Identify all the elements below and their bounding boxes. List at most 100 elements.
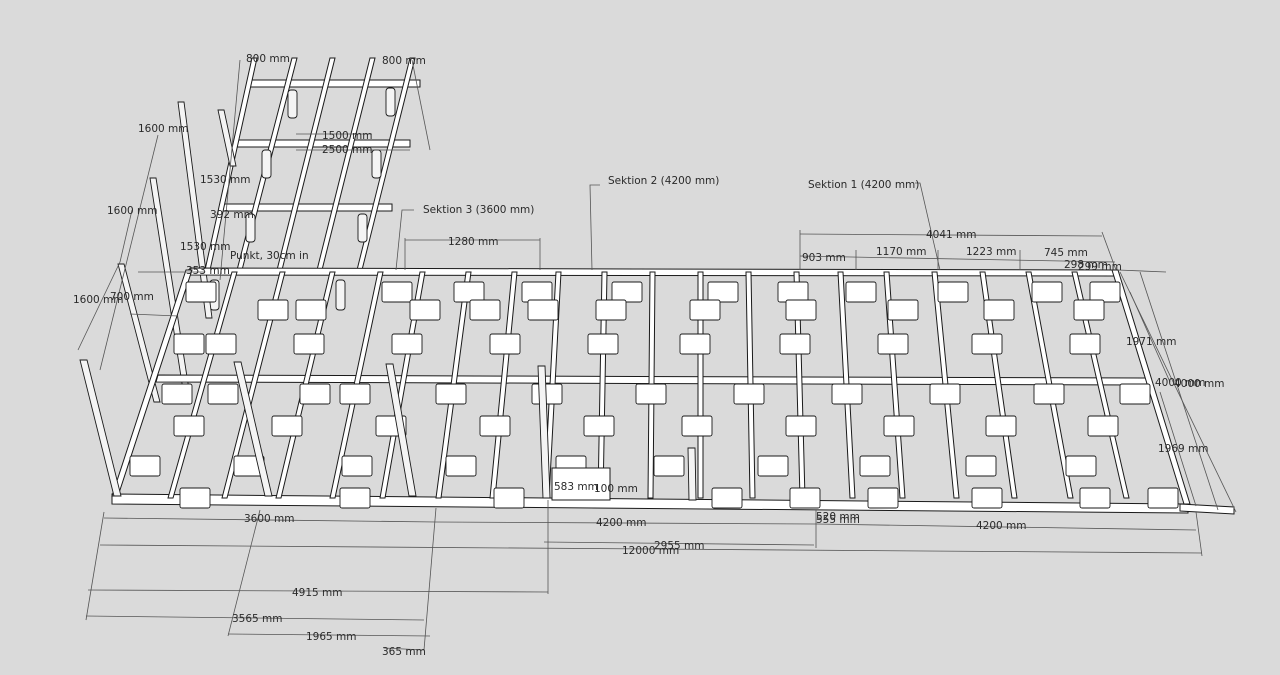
foundation-pad <box>971 333 1003 355</box>
dim-label: 4200 mm <box>976 520 1027 532</box>
dim-label: 520 mm <box>816 511 860 523</box>
dim-label: 1170 mm <box>876 246 927 258</box>
foundation-pad <box>445 455 477 477</box>
dim-label: 1969 mm <box>1158 443 1209 455</box>
dim-label: 1971 mm <box>1126 336 1177 348</box>
foundation-pad <box>341 455 373 477</box>
foundation-pads <box>129 281 1179 509</box>
foundation-pad <box>299 383 331 405</box>
dim-label: 365 mm <box>382 646 426 658</box>
foundation-pad <box>1079 487 1111 509</box>
foundation-pad <box>1031 281 1063 303</box>
foundation-pad <box>1089 281 1121 303</box>
dimension-lines <box>77 59 1237 651</box>
dim-label: 1223 mm <box>966 246 1017 258</box>
foundation-pad <box>521 281 553 303</box>
dim-label: 298 mm <box>1064 259 1108 271</box>
foundation-pad <box>293 333 325 355</box>
dim-label: 745 mm <box>1044 247 1088 259</box>
foundation-pad <box>207 383 239 405</box>
foundation-pad <box>965 455 997 477</box>
foundation-pad <box>489 333 521 355</box>
dim-label: 3565 mm <box>232 613 283 625</box>
foundation-pad <box>173 415 205 437</box>
section-3-label: Sektion 3 (3600 mm) <box>423 204 534 216</box>
dim-label: 392 mm <box>210 209 254 221</box>
dim-label: 555 mm <box>816 514 860 526</box>
foundation-pad <box>653 455 685 477</box>
foundation-pad <box>587 333 619 355</box>
foundation-pad <box>595 299 627 321</box>
foundation-pad <box>205 333 237 355</box>
dim-label: 1530 mm <box>180 241 231 253</box>
foundation-pad <box>983 299 1015 321</box>
dim-label: 4200 mm <box>596 517 647 529</box>
dim-label: 1965 mm <box>306 631 357 643</box>
foundation-pad <box>339 383 371 405</box>
section-1-label: Sektion 1 (4200 mm) <box>808 179 919 191</box>
dim-label: 4000 mm <box>1174 378 1225 390</box>
dim-label: 800 mm <box>246 53 290 65</box>
foundation-pad <box>295 299 327 321</box>
dimension-labels-top: 4041 mm 903 mm 1170 mm 1223 mm 745 mm 12… <box>246 53 1088 264</box>
dim-label: 583 mm <box>554 481 598 493</box>
dim-label: 1600 mm <box>73 294 124 306</box>
foundation-pad <box>391 333 423 355</box>
foundation-pad <box>757 455 789 477</box>
foundation-pad <box>185 281 217 303</box>
foundation-pad <box>867 487 899 509</box>
dim-label: 1500 mm <box>322 130 373 142</box>
dim-label: 1280 mm <box>448 236 499 248</box>
foundation-pad <box>681 415 713 437</box>
foundation-pad <box>611 281 643 303</box>
foundation-pad <box>937 281 969 303</box>
dim-label: 4915 mm <box>292 587 343 599</box>
foundation-pad <box>733 383 765 405</box>
foundation-pad <box>883 415 915 437</box>
foundation-pad <box>985 415 1017 437</box>
dim-label: 1530 mm <box>200 174 251 186</box>
foundation-pad <box>707 281 739 303</box>
main-deck-frame <box>79 267 1235 515</box>
foundation-pad <box>971 487 1003 509</box>
dim-label: 1600 mm <box>107 205 158 217</box>
dim-label: 3600 mm <box>244 513 295 525</box>
foundation-pad <box>785 299 817 321</box>
foundation-pad <box>129 455 161 477</box>
foundation-pad <box>887 299 919 321</box>
foundation-pad <box>271 415 303 437</box>
dim-label: 4000 mm <box>1155 377 1206 389</box>
foundation-pad <box>469 299 501 321</box>
floor-joist <box>221 271 286 499</box>
foundation-pad <box>785 415 817 437</box>
foundation-pad <box>179 487 211 509</box>
foundation-pad <box>453 281 485 303</box>
foundation-pad <box>845 281 877 303</box>
foundation-pad <box>257 299 289 321</box>
foundation-pad <box>1087 415 1119 437</box>
dim-label: 2955 mm <box>654 540 705 552</box>
dim-label: 800 mm <box>382 55 426 67</box>
foundation-pad <box>777 281 809 303</box>
foundation-pad <box>789 487 821 509</box>
dim-label: 353 mm <box>186 265 230 277</box>
foundation-pad <box>831 383 863 405</box>
note-label: Punkt, 30cm in <box>230 250 309 262</box>
foundation-pad <box>929 383 961 405</box>
dim-label: 12000 mm <box>622 545 679 557</box>
foundation-pad <box>173 333 205 355</box>
foundation-pad <box>531 383 563 405</box>
dimension-labels-left: 1600 mm 1600 mm 1600 mm 700 mm 1530 mm 1… <box>73 123 254 306</box>
dim-label: 1600 mm <box>138 123 189 135</box>
dimension-labels-bottom: 3600 mm 4200 mm 4200 mm 2955 mm 12000 mm… <box>232 481 1027 658</box>
foundation-pad <box>583 415 615 437</box>
section-labels: Sektion 1 (4200 mm) Sektion 2 (4200 mm) … <box>230 175 919 262</box>
foundation-pad <box>679 333 711 355</box>
foundation-pad <box>689 299 721 321</box>
foundation-pad <box>1069 333 1101 355</box>
foundation-pad <box>161 383 193 405</box>
dim-label: 299 mm <box>1078 261 1122 273</box>
foundation-pad <box>635 383 667 405</box>
